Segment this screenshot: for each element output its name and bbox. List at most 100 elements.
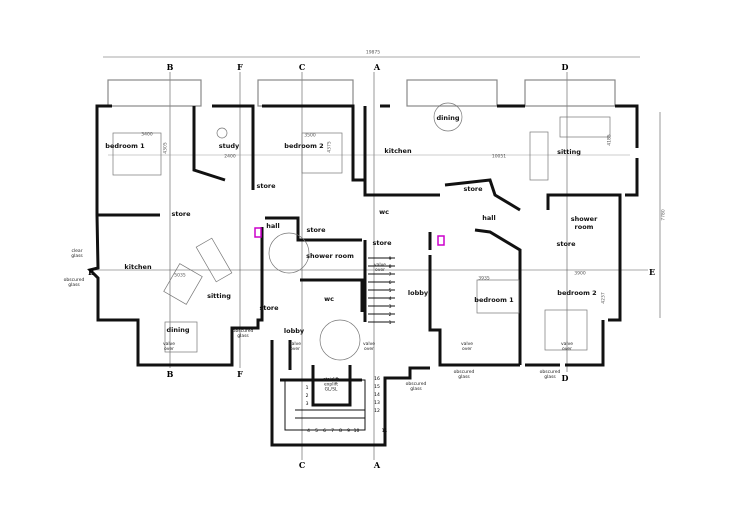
stair-treads xyxy=(284,257,395,431)
room-label: store xyxy=(372,239,392,247)
height-dimension: 7780 xyxy=(661,209,667,221)
valve-note: valve over xyxy=(560,342,574,352)
stair-number: 8 xyxy=(339,429,342,434)
grid-e-right: E xyxy=(648,267,656,277)
room-label: bedroom 2 xyxy=(284,142,324,150)
stair-numbers-bottom: 4 5 6 7 8 9 10 11 xyxy=(305,429,388,434)
stair-number: 1 xyxy=(388,321,392,326)
dimension: 3900 xyxy=(574,271,586,277)
grid-c-top: C xyxy=(298,62,306,72)
room-label: bedroom 1 xyxy=(105,142,145,150)
room-label: sitting xyxy=(557,148,581,156)
furniture xyxy=(112,102,611,361)
bed xyxy=(476,279,520,314)
room-label: hall xyxy=(266,222,280,230)
room-label: wc xyxy=(379,208,389,216)
dimension: 4185 xyxy=(607,134,613,146)
room-label: sitting xyxy=(207,292,231,300)
room-label: dining xyxy=(166,326,190,334)
valve-note: valve over xyxy=(162,342,176,352)
room-label: shower room xyxy=(570,215,598,231)
boiler-marker xyxy=(254,227,262,238)
sofa xyxy=(559,116,611,138)
glass-note: obscured glass xyxy=(232,329,254,339)
bed xyxy=(301,132,343,174)
room-label: hall xyxy=(482,214,496,222)
room-label: dining xyxy=(436,114,460,122)
stair-number: 4 xyxy=(388,297,392,302)
sofa xyxy=(529,131,549,181)
glass-note: obscured glass xyxy=(405,382,427,392)
grid-a-bottom: A xyxy=(373,460,381,470)
dimension: 4305 xyxy=(163,142,169,154)
room-label: shower room xyxy=(306,252,354,260)
grid-e-left: E xyxy=(87,267,95,277)
stair-number: 7 xyxy=(331,429,334,434)
room-label: study xyxy=(218,142,240,150)
dimension: 3935 xyxy=(478,276,490,282)
grid-d-top: D xyxy=(561,62,569,72)
room-label: store xyxy=(259,304,279,312)
valve-note: valve over xyxy=(373,263,387,273)
bay-windows xyxy=(107,79,616,107)
room-label: store xyxy=(171,210,191,218)
stair-number: 2 xyxy=(305,394,309,399)
glass-note: clear glass xyxy=(71,249,83,259)
grid-a-top: A xyxy=(373,62,381,72)
room-label: lobby xyxy=(283,327,305,335)
stair-number: 16 xyxy=(374,377,380,382)
boiler-marker xyxy=(437,235,445,246)
stair-numbers-top: 16 15 14 13 12 xyxy=(372,376,382,416)
dimension: 3400 xyxy=(141,132,153,138)
sofa xyxy=(195,237,233,283)
grid-c-bottom: C xyxy=(298,460,306,470)
stairlift-note: stairlift explift GL/SL xyxy=(323,377,339,393)
room-label: bedroom 2 xyxy=(557,289,597,297)
valve-note: valve over xyxy=(460,342,474,352)
dining-table xyxy=(164,321,198,353)
walls xyxy=(87,104,639,447)
dimension: 3500 xyxy=(304,133,316,139)
room-label: bedroom 1 xyxy=(474,296,514,304)
stair-number: 9 xyxy=(347,429,350,434)
stair-number: 5 xyxy=(388,289,392,294)
stair-number: 9 xyxy=(388,257,392,262)
bed xyxy=(112,132,162,176)
stair-number: 7 xyxy=(388,273,392,278)
stair-number: 10 xyxy=(353,429,360,434)
room-label: store xyxy=(463,185,483,193)
grid-f-top: F xyxy=(237,62,243,72)
stair-number: 3 xyxy=(305,402,309,407)
stair-numbers-left: 1 2 3 xyxy=(303,385,311,409)
grid-d-bottom: D xyxy=(561,373,569,383)
valve-note: valve over xyxy=(288,342,302,352)
stair-number: 4 xyxy=(307,429,310,434)
overall-dimension: 19875 xyxy=(365,50,381,56)
stair-number: 8 xyxy=(388,265,392,270)
room-label: kitchen xyxy=(124,263,152,271)
dimension: 2400 xyxy=(224,154,236,160)
glass-note: obscured glass xyxy=(63,278,85,288)
room-label: wc xyxy=(324,295,334,303)
grid-b-bottom: B xyxy=(166,369,174,379)
sofa xyxy=(163,263,203,305)
stair-number: 5 xyxy=(315,429,318,434)
stair-number: 11 xyxy=(381,429,388,434)
stair-number: 2 xyxy=(388,313,392,318)
stair-numbers-right-flight: 9 8 7 6 5 4 3 2 1 xyxy=(386,256,394,328)
bed xyxy=(544,309,588,351)
dining-table xyxy=(433,102,463,132)
room-label: lobby xyxy=(407,289,429,297)
grid-f-bottom: F xyxy=(237,369,243,379)
stair-number: 12 xyxy=(374,409,380,414)
stair-number: 1 xyxy=(305,386,309,391)
dimension: 10051 xyxy=(491,154,507,160)
room-label: kitchen xyxy=(384,147,412,155)
stair-number: 6 xyxy=(388,281,392,286)
room-label: store xyxy=(306,226,326,234)
glass-note: obscured glass xyxy=(539,370,561,380)
stair-number: 15 xyxy=(374,385,380,390)
dimension: 5035 xyxy=(174,273,186,279)
dimension: 4237 xyxy=(601,292,607,304)
